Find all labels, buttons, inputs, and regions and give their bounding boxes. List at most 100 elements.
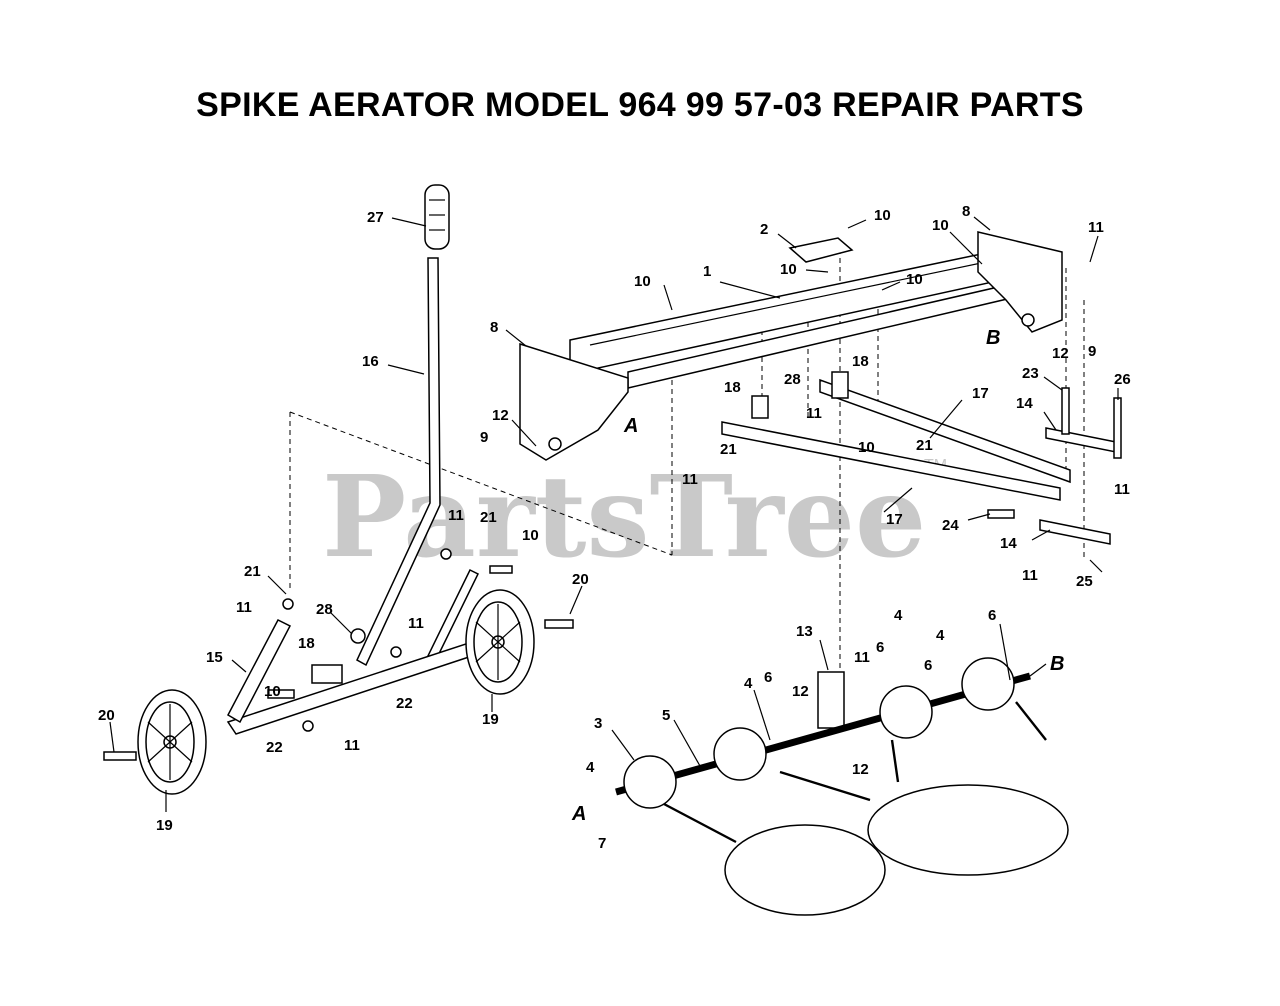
callout-20-left: 20 (98, 707, 115, 724)
tine-bar-17-front (721, 421, 1061, 501)
callout-15: 15 (206, 649, 223, 666)
callout-4-roller-mid: 4 (894, 607, 903, 624)
bracket-18 (311, 664, 343, 684)
link-14-lower (1039, 519, 1111, 545)
section-letter-b-lower: B (1050, 653, 1064, 675)
bracket-13 (817, 671, 845, 729)
callout-11-roller: 11 (854, 649, 870, 666)
callout-28-left: 28 (316, 601, 333, 618)
callout-11-left-upper: 11 (236, 599, 252, 616)
pin-26 (1113, 397, 1122, 459)
callout-10-mid: 10 (858, 439, 875, 456)
wheel-bracket (227, 619, 292, 724)
side-plate-8-right (977, 231, 1063, 333)
tine-frame (721, 371, 1122, 545)
callout-11-right-mid: 11 (1114, 481, 1130, 498)
callout-2: 2 (760, 221, 768, 238)
assembly-guide-lines (289, 240, 1085, 700)
section-letter-a-upper: A (623, 415, 638, 437)
callout-14-lower: 14 (1000, 535, 1017, 552)
bolt-23 (1061, 387, 1070, 435)
callout-8-left: 8 (490, 319, 498, 336)
callout-leaders (109, 216, 1119, 812)
section-letter-a-lower: A (571, 803, 586, 825)
callout-24: 24 (942, 517, 959, 534)
handle-tube (356, 257, 441, 667)
callout-16: 16 (362, 353, 379, 370)
left-wheel (137, 689, 207, 795)
callout-21-handle: 21 (480, 509, 497, 526)
side-plate-8-left (519, 342, 629, 461)
spike-tine-wheel (623, 657, 1015, 809)
callout-11-center: 11 (806, 405, 822, 422)
callout-4-left: 4 (586, 759, 595, 776)
callout-10-handle: 10 (522, 527, 539, 544)
callout-18-left: 18 (724, 379, 741, 396)
tine-bar-17-rear (819, 378, 1071, 484)
callout-7: 7 (598, 835, 606, 852)
callout-11-arm: 11 (408, 615, 424, 632)
callout-8-right: 8 (962, 203, 970, 220)
callout-10-right: 10 (906, 271, 923, 288)
callout-19-left: 19 (156, 817, 173, 834)
callout-11-lower-right: 11 (1022, 567, 1038, 584)
callout-27: 27 (367, 209, 384, 226)
callout-17-lower: 17 (886, 511, 903, 528)
callout-18-right: 18 (852, 353, 869, 370)
roller-assembly (615, 657, 1069, 916)
callout-12-roller: 12 (792, 683, 809, 700)
page-title: SPIKE AERATOR MODEL 964 99 57-03 REPAIR … (196, 86, 1084, 124)
callout-11-top-right: 11 (1088, 219, 1104, 236)
callout-25: 25 (1076, 573, 1093, 590)
callout-10-left: 10 (634, 273, 651, 290)
callout-23: 23 (1022, 365, 1039, 382)
callout-17-upper: 17 (972, 385, 989, 402)
callout-3: 3 (594, 715, 602, 732)
callout-26: 26 (1114, 371, 1131, 388)
knob-28 (350, 628, 366, 644)
callout-11-bottom: 11 (344, 737, 360, 754)
callout-21-left: 21 (244, 563, 261, 580)
main-frame (519, 231, 1063, 461)
handle-assembly (356, 184, 480, 670)
callout-9-left: 9 (480, 429, 488, 446)
callout-10-right-upper: 10 (932, 217, 949, 234)
right-wheel (465, 589, 535, 695)
callout-labels: 27 16 1 2 10 10 10 10 10 8 11 12 9 B 8 1… (98, 203, 1131, 852)
callout-19-right: 19 (482, 711, 499, 728)
callout-21-center: 21 (720, 441, 737, 458)
callout-10-lower-left: 10 (264, 683, 281, 700)
callout-6-center: 6 (764, 669, 772, 686)
bolt-24 (987, 509, 1015, 519)
link-14-upper (1045, 427, 1117, 453)
callout-18-lower: 18 (298, 635, 315, 652)
callout-4-roller-right: 4 (936, 627, 945, 644)
callout-1: 1 (703, 263, 711, 280)
plate-2 (788, 237, 854, 263)
callout-28-right: 28 (784, 371, 801, 388)
callout-12-right: 12 (1052, 345, 1069, 362)
section-letter-b-upper: B (986, 327, 1000, 349)
callout-10-top: 10 (874, 207, 891, 224)
callout-5: 5 (662, 707, 670, 724)
callout-11-left-center: 11 (682, 471, 698, 488)
callout-20-right: 20 (572, 571, 589, 588)
callout-12-roller-lower: 12 (852, 761, 869, 778)
callout-21-right: 21 (916, 437, 933, 454)
callout-6-roller-right: 6 (924, 657, 932, 674)
callout-12-left: 12 (492, 407, 509, 424)
callout-9-right: 9 (1088, 343, 1096, 360)
callout-6-far-right: 6 (988, 607, 996, 624)
callout-11-handle: 11 (448, 507, 464, 524)
callout-14-upper: 14 (1016, 395, 1033, 412)
assembly-arrows (663, 701, 1047, 844)
callout-4-center: 4 (744, 675, 753, 692)
callout-6-roller-left: 6 (876, 639, 884, 656)
callout-10-center: 10 (780, 261, 797, 278)
callout-22-right: 22 (396, 695, 413, 712)
callout-13: 13 (796, 623, 813, 640)
callout-22-left: 22 (266, 739, 283, 756)
roller-tine-array (724, 784, 1069, 916)
handle-grip (424, 184, 450, 250)
